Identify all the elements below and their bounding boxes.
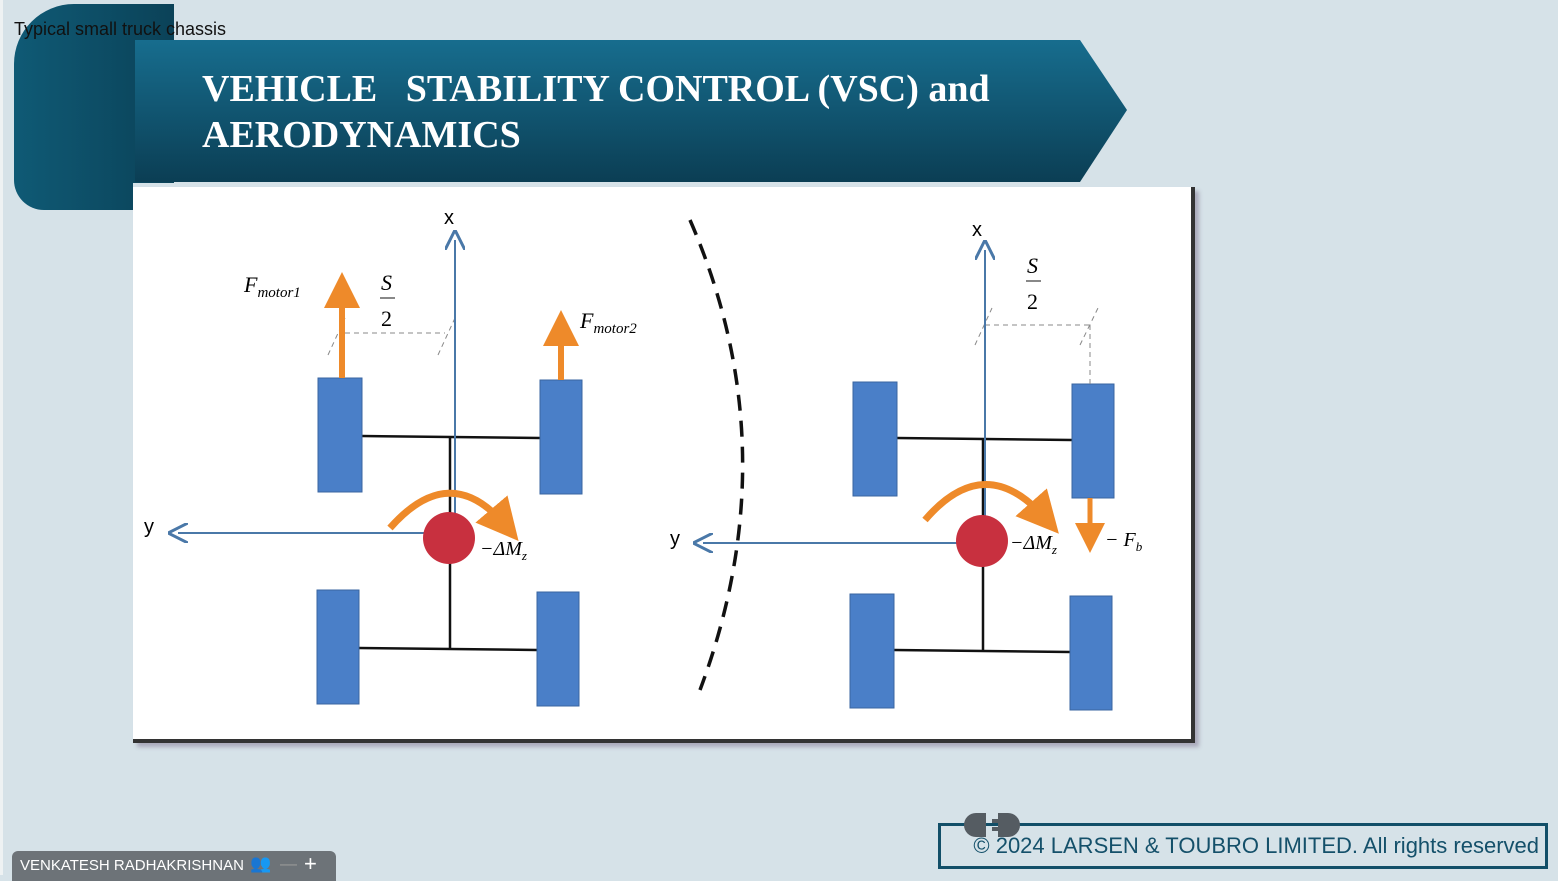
x-axis-label: x	[972, 219, 982, 241]
vsc-diagram: x y Fmotor1 S 2 Fmotor2 −ΔMz	[133, 187, 1195, 743]
wheel	[1071, 383, 1115, 499]
moment-label: −ΔMz	[480, 538, 527, 563]
moment-label: −ΔMz	[1010, 532, 1057, 557]
slide-title: VEHICLE STABILITY CONTROL (VSC) and AERO…	[202, 66, 990, 158]
plug-icon	[964, 813, 1020, 837]
zoom-out-button[interactable]: —	[280, 854, 297, 873]
wheel	[849, 593, 895, 709]
presenter-name: VENKATESH RADHAKRISHNAN	[20, 857, 244, 874]
divider-curve	[688, 219, 745, 691]
s-denominator: 2	[381, 306, 392, 331]
slide-caption: Typical small truck chassis	[14, 19, 227, 39]
right-vehicle: x y S 2 −ΔMz − Fb	[670, 219, 1143, 711]
left-vehicle: x y Fmotor1 S 2 Fmotor2 −ΔMz	[144, 207, 637, 707]
wheel	[317, 377, 363, 493]
copyright-footer: © 2024 LARSEN & TOUBRO LIMITED. All righ…	[938, 823, 1548, 869]
s-label: S	[381, 270, 392, 295]
copyright-text: © 2024 LARSEN & TOUBRO LIMITED. All righ…	[973, 833, 1539, 858]
wheel	[852, 381, 898, 497]
f-motor1-label: Fmotor1	[243, 272, 301, 301]
participant-help-icon[interactable]: 👥	[250, 854, 272, 873]
wheel	[1069, 595, 1113, 711]
center-of-gravity	[423, 512, 475, 564]
s-denominator: 2	[1027, 289, 1038, 314]
wheel	[536, 591, 580, 707]
wheel	[539, 379, 583, 495]
f-motor2-label: Fmotor2	[579, 308, 637, 337]
presenter-bar: VENKATESH RADHAKRISHNAN 👥 — +	[12, 851, 336, 881]
window-edge	[0, 0, 3, 875]
y-axis-label: y	[144, 516, 154, 538]
wheel	[316, 589, 360, 705]
s-label: S	[1027, 253, 1038, 278]
x-axis-label: x	[444, 207, 454, 229]
title-banner	[135, 40, 1127, 182]
brake-force-label: − Fb	[1105, 529, 1143, 554]
title-line-1: VEHICLE STABILITY CONTROL (VSC) and	[202, 68, 990, 110]
title-line-2: AERODYNAMICS	[202, 114, 521, 156]
center-of-gravity	[956, 515, 1008, 567]
y-axis-label: y	[670, 528, 680, 550]
zoom-in-button[interactable]: +	[304, 851, 317, 876]
